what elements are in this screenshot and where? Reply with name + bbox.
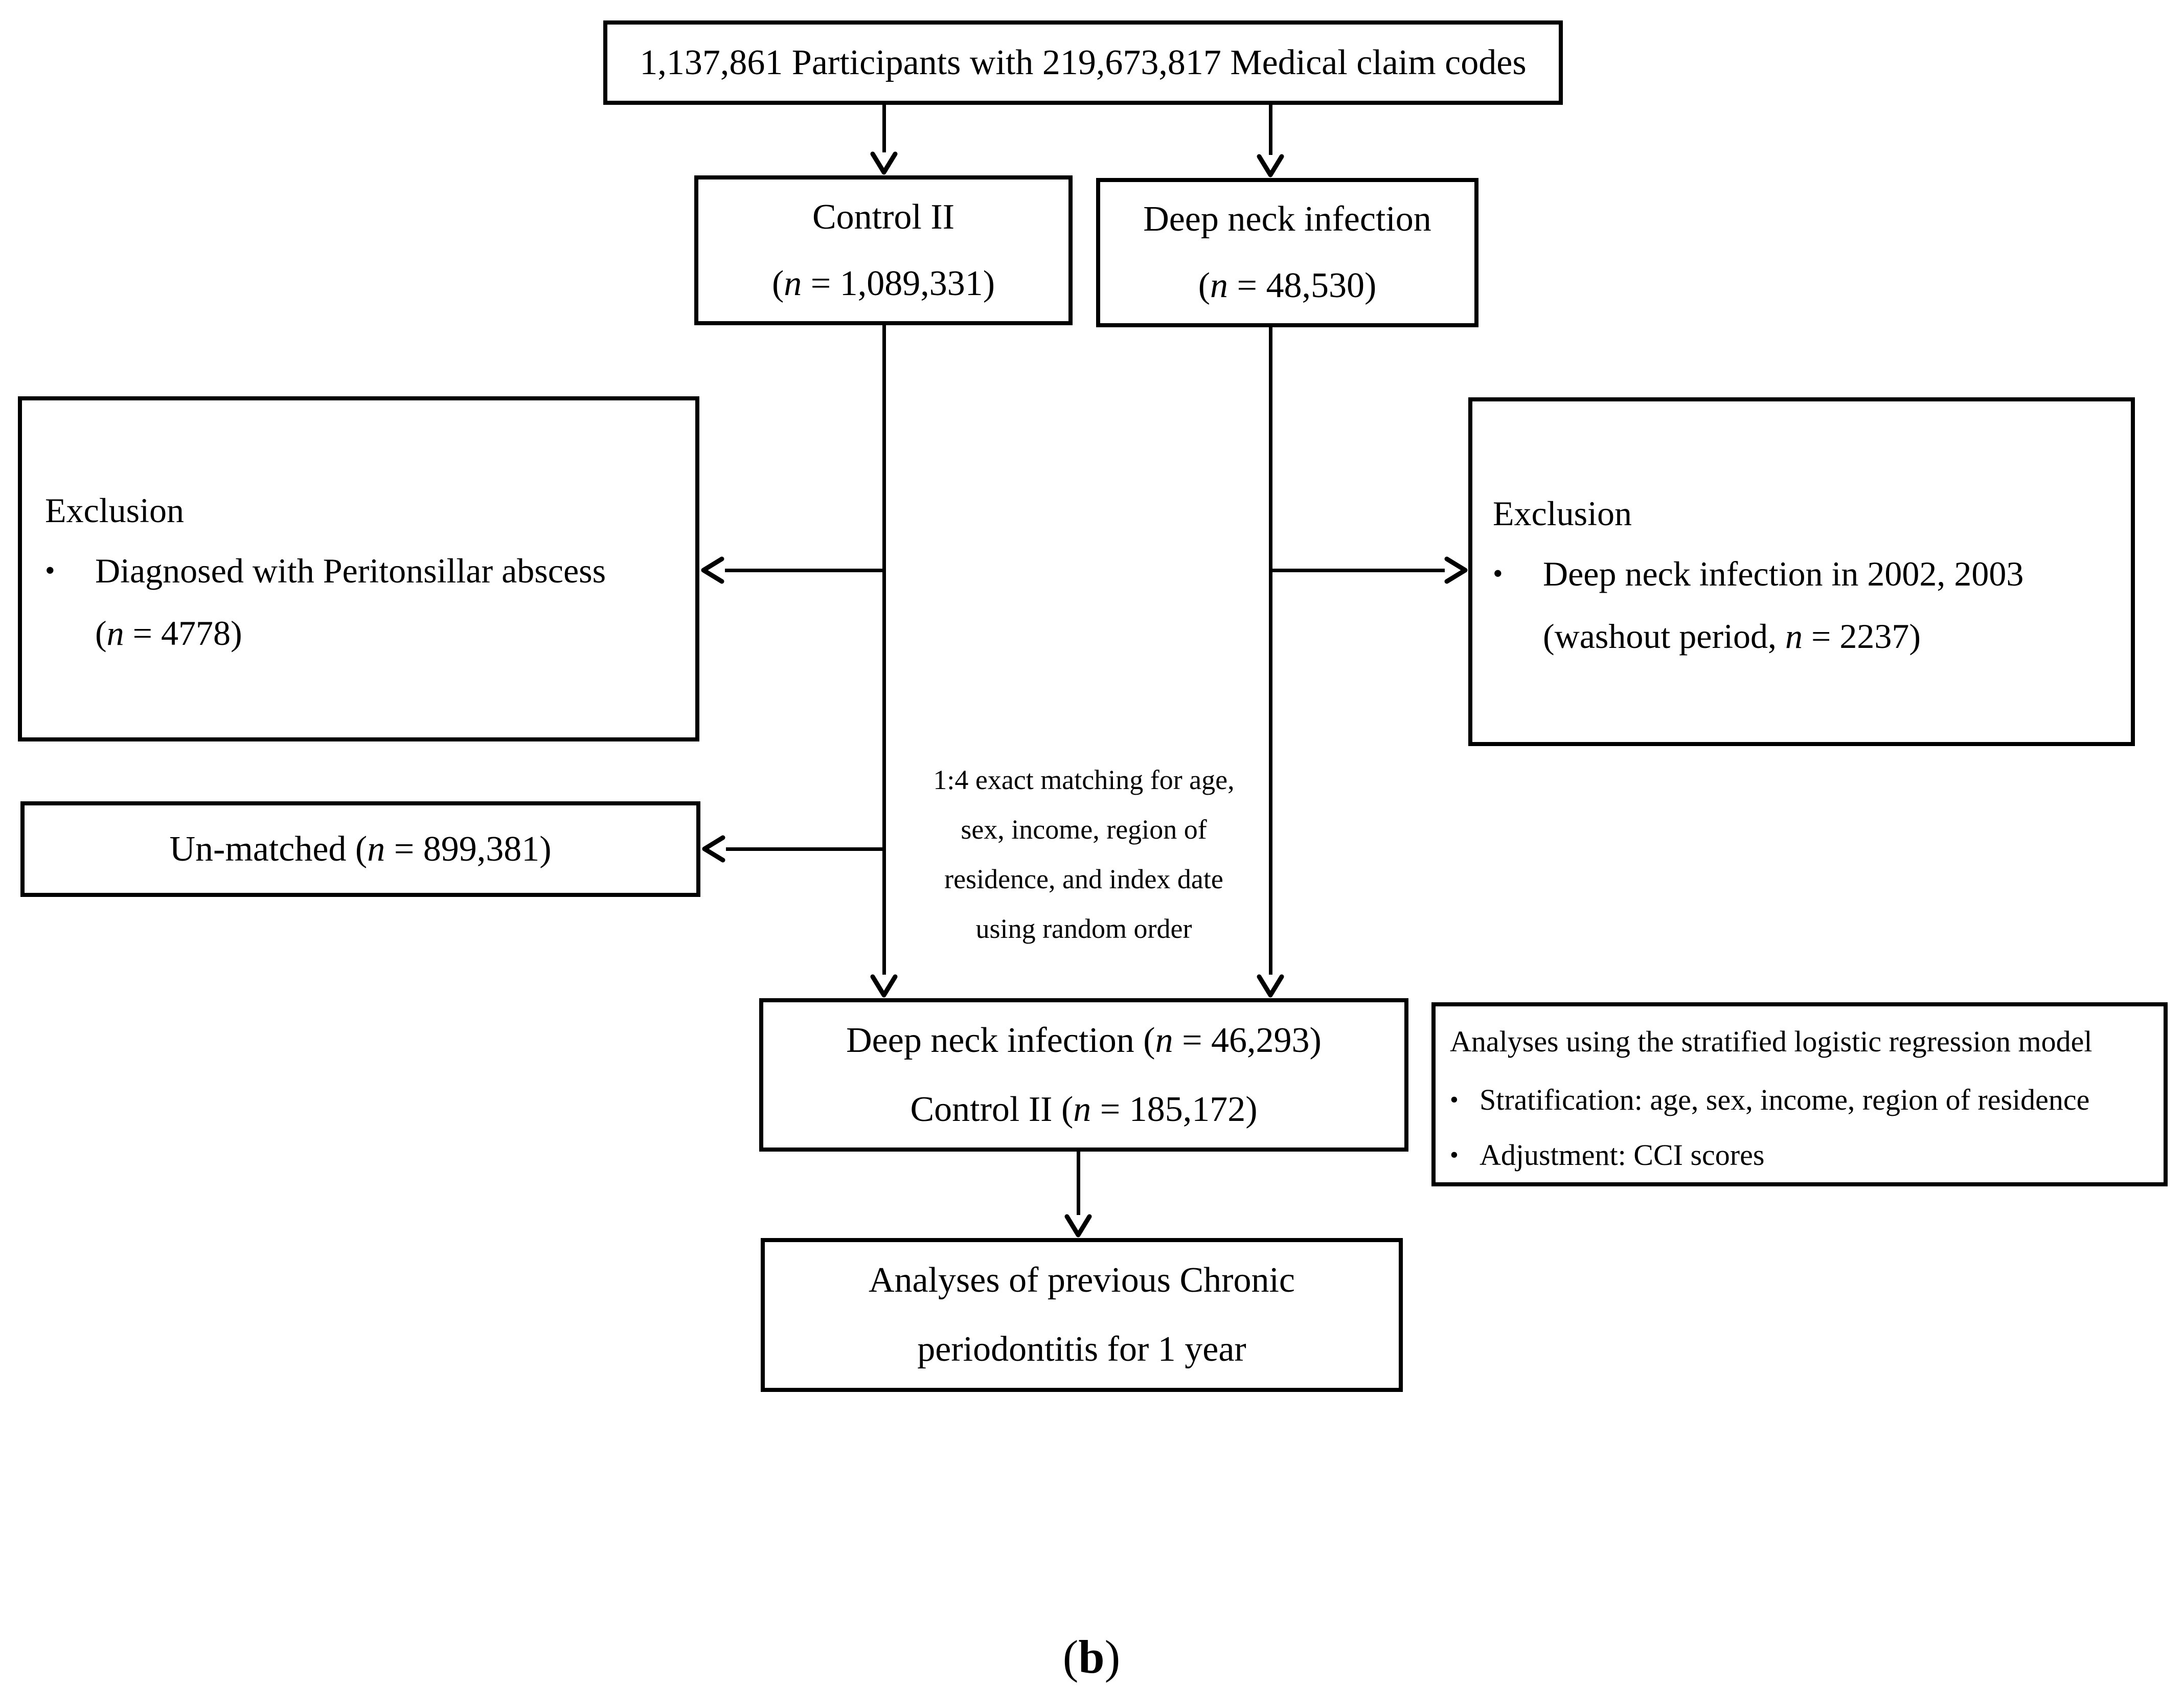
- exclusion-right-bullet-text: Deep neck infection in 2002, 2003 (washo…: [1543, 556, 2023, 654]
- analyses-adjustment: Adjustment: CCI scores: [1480, 1138, 1765, 1172]
- connector-to-unmatched: [726, 847, 886, 851]
- matching-note: 1:4 exact matching for age, sex, income,…: [900, 755, 1268, 954]
- arrowhead-right-icon: [1444, 556, 1468, 584]
- connector-control-to-matched: [882, 325, 886, 975]
- matched-control-count: Control II (n = 185,172): [910, 1089, 1258, 1129]
- exclusion-right-line1: Deep neck infection in 2002, 2003: [1543, 554, 2024, 593]
- arrowhead-down-icon: [870, 151, 898, 175]
- exclusion-left-bullet-item: • Diagnosed with Peritonsillar abscess (…: [45, 553, 680, 651]
- dni-label: Deep neck infection: [1143, 199, 1431, 239]
- matched-dni-count: Deep neck infection (n = 46,293): [846, 1020, 1322, 1060]
- connector-top-to-dni: [1269, 105, 1272, 155]
- box-unmatched: Un-matched (n = 899,381): [20, 801, 700, 897]
- box-exclusion-right: Exclusion • Deep neck infection in 2002,…: [1468, 397, 2135, 746]
- matching-note-line: 1:4 exact matching for age,: [933, 764, 1235, 795]
- box-deep-neck-infection: Deep neck infection (n = 48,530): [1096, 178, 1478, 327]
- connector-to-left-exclusion: [725, 569, 886, 572]
- connector-top-to-control: [882, 105, 886, 152]
- exclusion-right-line2: (washout period, n = 2237): [1543, 617, 1921, 656]
- box-matched-cohort: Deep neck infection (n = 46,293) Control…: [759, 998, 1408, 1152]
- connector-matched-to-outcome: [1077, 1152, 1080, 1215]
- arrowhead-down-icon: [1064, 1214, 1092, 1238]
- analyses-bullet-item: • Adjustment: CCI scores: [1450, 1139, 2157, 1171]
- analyses-stratification: Stratification: age, sex, income, region…: [1480, 1083, 2090, 1116]
- arrowhead-down-icon: [870, 974, 898, 998]
- box-participants: 1,137,861 Participants with 219,673,817 …: [603, 20, 1563, 105]
- analyses-title: Analyses using the stratified logistic r…: [1450, 1025, 2092, 1058]
- matching-note-line: residence, and index date: [944, 864, 1223, 894]
- bullet-icon: •: [1450, 1141, 1459, 1168]
- matching-note-line: using random order: [975, 913, 1192, 944]
- arrowhead-left-icon: [702, 835, 725, 863]
- connector-to-right-exclusion: [1272, 569, 1445, 572]
- caption-letter: b: [1078, 1631, 1105, 1683]
- box-control-ii: Control II (n = 1,089,331): [694, 175, 1073, 325]
- exclusion-left-line2: (n = 4778): [95, 614, 242, 653]
- exclusion-right-bullet-item: • Deep neck infection in 2002, 2003 (was…: [1493, 556, 2121, 654]
- caption-open-paren: (: [1062, 1631, 1079, 1683]
- outcome-line2: periodontitis for 1 year: [917, 1330, 1246, 1369]
- box-outcome-analysis: Analyses of previous Chronic periodontit…: [761, 1238, 1403, 1392]
- control-ii-count: (n = 1,089,331): [771, 263, 995, 303]
- exclusion-left-bullet-text: Diagnosed with Peritonsillar abscess (n …: [95, 553, 606, 651]
- analyses-bullet-item: • Stratification: age, sex, income, regi…: [1450, 1084, 2157, 1116]
- box-exclusion-left: Exclusion • Diagnosed with Peritonsillar…: [18, 396, 699, 741]
- bullet-icon: •: [1493, 558, 1503, 590]
- connector-dni-to-matched: [1269, 327, 1272, 975]
- exclusion-left-line1: Diagnosed with Peritonsillar abscess: [95, 551, 606, 590]
- bullet-icon: •: [45, 555, 55, 587]
- caption-close-paren: ): [1104, 1631, 1121, 1683]
- box-analyses-model: Analyses using the stratified logistic r…: [1431, 1002, 2168, 1186]
- outcome-line1: Analyses of previous Chronic: [868, 1261, 1295, 1300]
- exclusion-right-title: Exclusion: [1493, 494, 1632, 533]
- unmatched-text: Un-matched (n = 899,381): [169, 829, 552, 869]
- exclusion-left-title: Exclusion: [45, 491, 184, 530]
- dni-count: (n = 48,530): [1198, 266, 1377, 305]
- figure-caption: (b): [1015, 1631, 1168, 1682]
- matching-note-line: sex, income, region of: [961, 814, 1207, 845]
- control-ii-label: Control II: [812, 197, 955, 237]
- arrowhead-down-icon: [1257, 974, 1284, 998]
- arrowhead-down-icon: [1257, 154, 1284, 177]
- participants-text: 1,137,861 Participants with 219,673,817 …: [640, 42, 1527, 82]
- arrowhead-left-icon: [701, 556, 724, 584]
- bullet-icon: •: [1450, 1086, 1459, 1113]
